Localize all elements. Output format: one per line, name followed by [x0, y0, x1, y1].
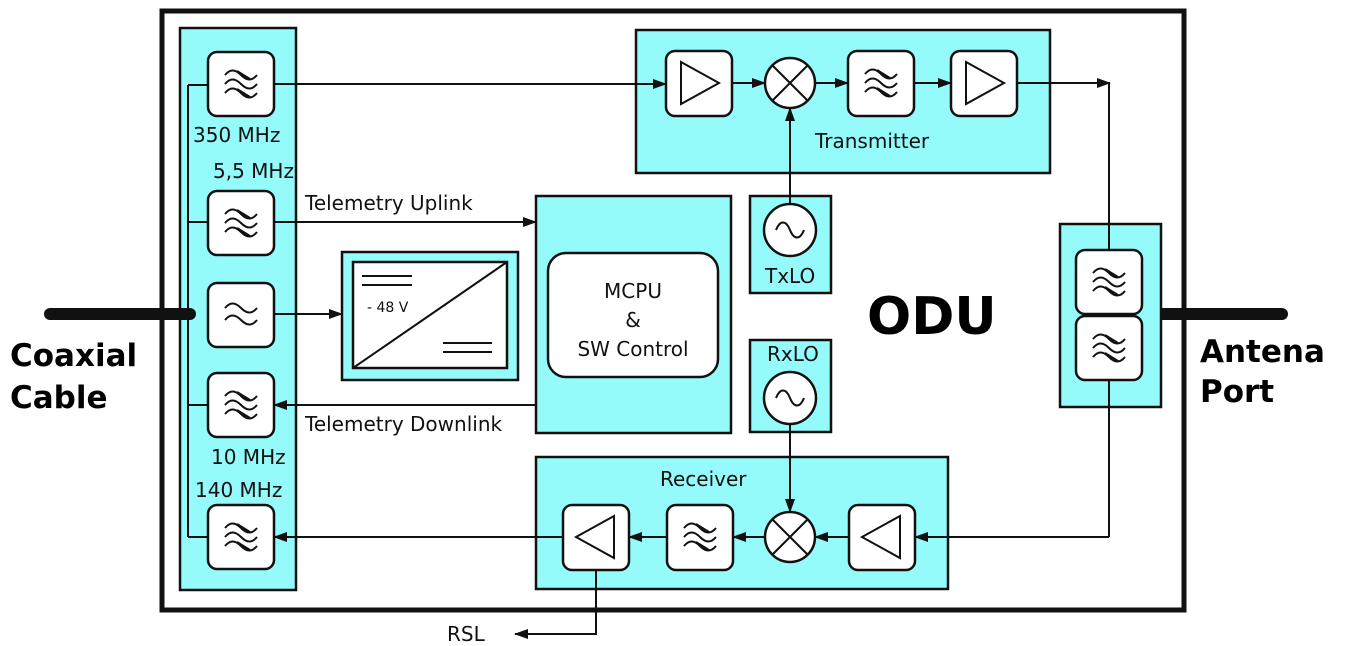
psu-voltage-label: - 48 V	[367, 300, 409, 316]
tx-mixer	[763, 56, 817, 110]
filter-350mhz	[206, 50, 276, 118]
filter-140mhz	[206, 503, 276, 571]
rxlo-oscillator	[762, 370, 818, 426]
filter-power	[206, 281, 276, 349]
label-10mhz: 10 MHz	[211, 445, 286, 469]
filter-column-block	[178, 26, 298, 592]
mcpu-inner	[546, 251, 720, 379]
tx-amplifier-1	[664, 49, 734, 118]
rxlo-label: RxLO	[767, 342, 819, 366]
rsl-label: RSL	[447, 622, 486, 646]
txlo-label: TxLO	[764, 264, 815, 288]
coaxial-label: Coaxial	[10, 338, 137, 374]
diplexer-filter-rx	[1074, 314, 1144, 382]
tx-filter	[846, 49, 916, 118]
filter-10mhz	[206, 371, 276, 439]
cable-label: Cable	[10, 380, 108, 416]
antena-label: Antena	[1200, 334, 1325, 370]
label-350mhz: 350 MHz	[193, 123, 280, 147]
sw-control-label: SW Control	[577, 337, 688, 361]
rx-amplifier-out	[561, 503, 631, 572]
uplink-label: Telemetry Uplink	[304, 191, 473, 215]
odu-title: ODU	[867, 287, 997, 347]
mcpu-ampersand: &	[625, 308, 641, 332]
rx-filter	[665, 503, 735, 572]
receiver-label: Receiver	[660, 467, 747, 491]
port-label: Port	[1200, 374, 1274, 410]
downlink-label: Telemetry Downlink	[304, 412, 502, 436]
txlo-oscillator	[762, 202, 818, 258]
mcpu-label: MCPU	[604, 279, 662, 303]
label-5-5mhz: 5,5 MHz	[213, 159, 294, 183]
diplexer-filter-tx	[1074, 248, 1144, 316]
rx-amplifier-in	[847, 503, 917, 572]
rx-mixer	[763, 510, 817, 564]
filter-5-5mhz	[206, 189, 276, 257]
tx-amplifier-2	[949, 49, 1019, 118]
label-140mhz: 140 MHz	[195, 478, 282, 502]
rsl-wire	[514, 570, 597, 639]
transmitter-label: Transmitter	[814, 129, 930, 153]
